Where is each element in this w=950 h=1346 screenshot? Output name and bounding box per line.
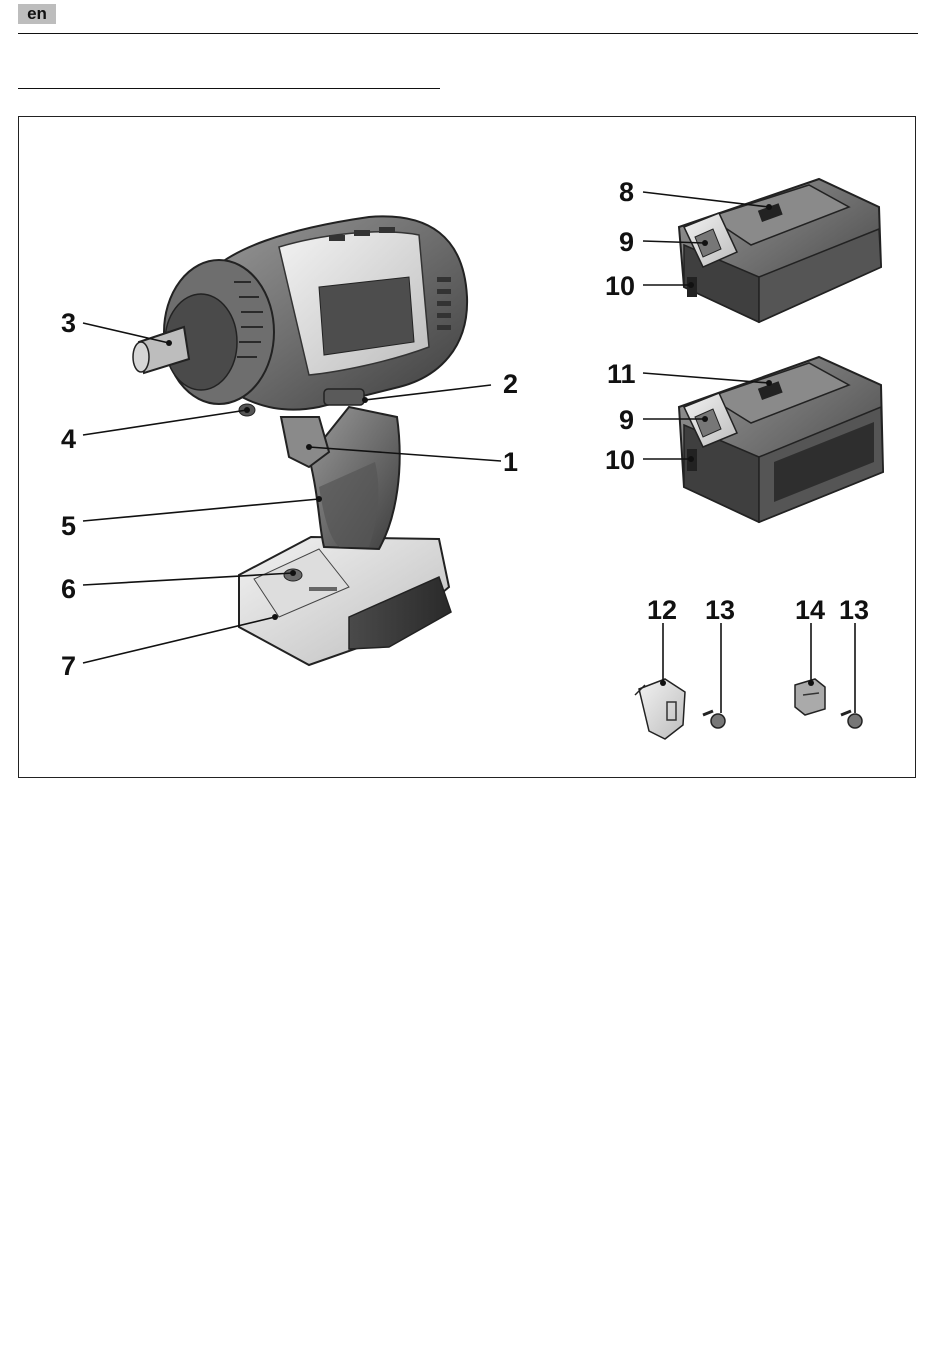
figure-frame: 1 2 3 4 5 6 7 8 9 10 11 9 10 12 13 14 13 [18, 116, 916, 778]
product-illustration: 1 2 3 4 5 6 7 8 9 10 11 9 10 12 13 14 13 [19, 117, 915, 777]
callout-7: 7 [61, 651, 76, 681]
callout-6: 6 [61, 574, 76, 604]
callout-9-second: 9 [619, 405, 634, 435]
callout-10: 10 [605, 271, 635, 301]
callout-10-second: 10 [605, 445, 635, 475]
callout-12: 12 [647, 595, 677, 625]
section-rule [18, 88, 440, 89]
callout-14: 14 [795, 595, 825, 625]
header-rule [18, 33, 918, 34]
callout-11: 11 [607, 359, 636, 389]
callout-13-second: 13 [839, 595, 869, 625]
callout-4: 4 [61, 424, 76, 454]
callout-9: 9 [619, 227, 634, 257]
callout-8: 8 [619, 177, 634, 207]
callout-2: 2 [503, 369, 518, 399]
battery-pack-large-drawing [679, 357, 883, 522]
language-badge: en [18, 4, 56, 24]
screw-drawing [703, 711, 862, 728]
impact-wrench-drawing [133, 216, 467, 665]
callout-13: 13 [705, 595, 735, 625]
callout-5: 5 [61, 511, 76, 541]
callout-1: 1 [503, 447, 518, 477]
belt-clip-drawing [635, 679, 685, 739]
callout-3: 3 [61, 308, 76, 338]
